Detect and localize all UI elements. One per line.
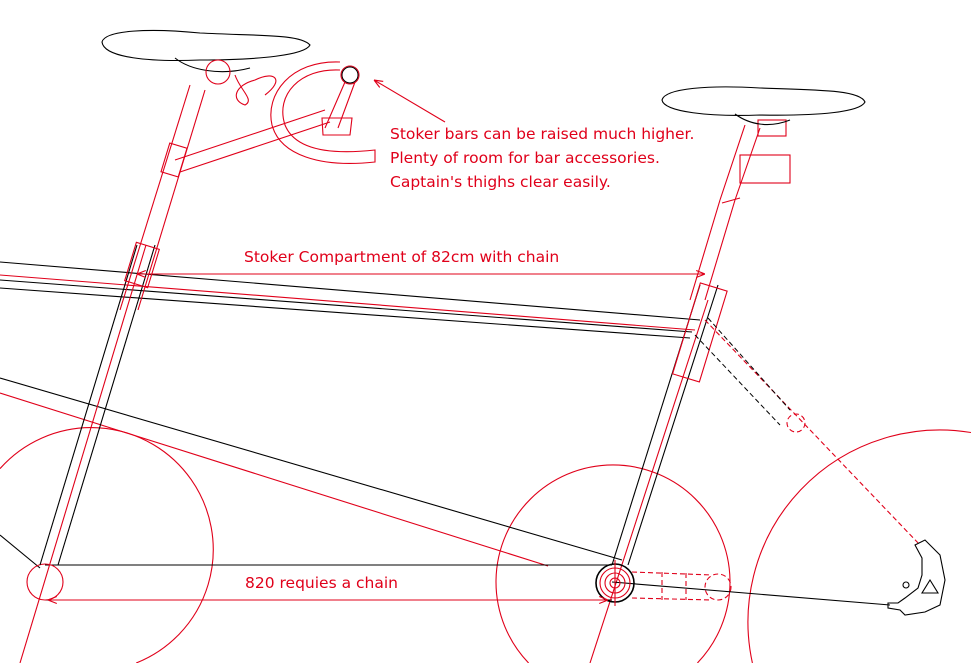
bottom-bracket <box>595 560 635 606</box>
stoker-saddle-rail <box>174 57 251 73</box>
stoker-bars-note-line-1: Stoker bars can be raised much higher. <box>390 125 695 143</box>
dropout-hole <box>902 581 910 589</box>
stoker-bars-note-line-2: Plenty of room for bar accessories. <box>390 149 660 167</box>
stoker-bars-note-line-3: Captain's thighs clear easily. <box>390 173 611 191</box>
captain-saddle <box>661 86 866 116</box>
rear-stay-dashed <box>631 317 921 601</box>
wheelbase-dimension-label: 820 requies a chain <box>245 574 398 592</box>
callout-arrow <box>374 80 446 123</box>
captain-saddle-rail <box>734 113 791 126</box>
lower-tube <box>0 377 623 569</box>
stoker-saddle <box>101 29 311 62</box>
top-tube <box>0 261 701 339</box>
stoker-seat-tube <box>19 84 331 663</box>
middle-wheel-circle <box>495 464 731 663</box>
rear-dropout <box>887 539 946 616</box>
captain-seat-tube <box>589 119 791 663</box>
front-wheel-circle <box>0 427 214 663</box>
rear-wheel-circle <box>747 429 971 663</box>
stoker-handlebar <box>205 59 376 164</box>
compartment-dimension-label: Stoker Compartment of 82cm with chain <box>244 248 560 266</box>
dropout-triangle <box>921 578 939 594</box>
chain-line <box>611 581 891 606</box>
